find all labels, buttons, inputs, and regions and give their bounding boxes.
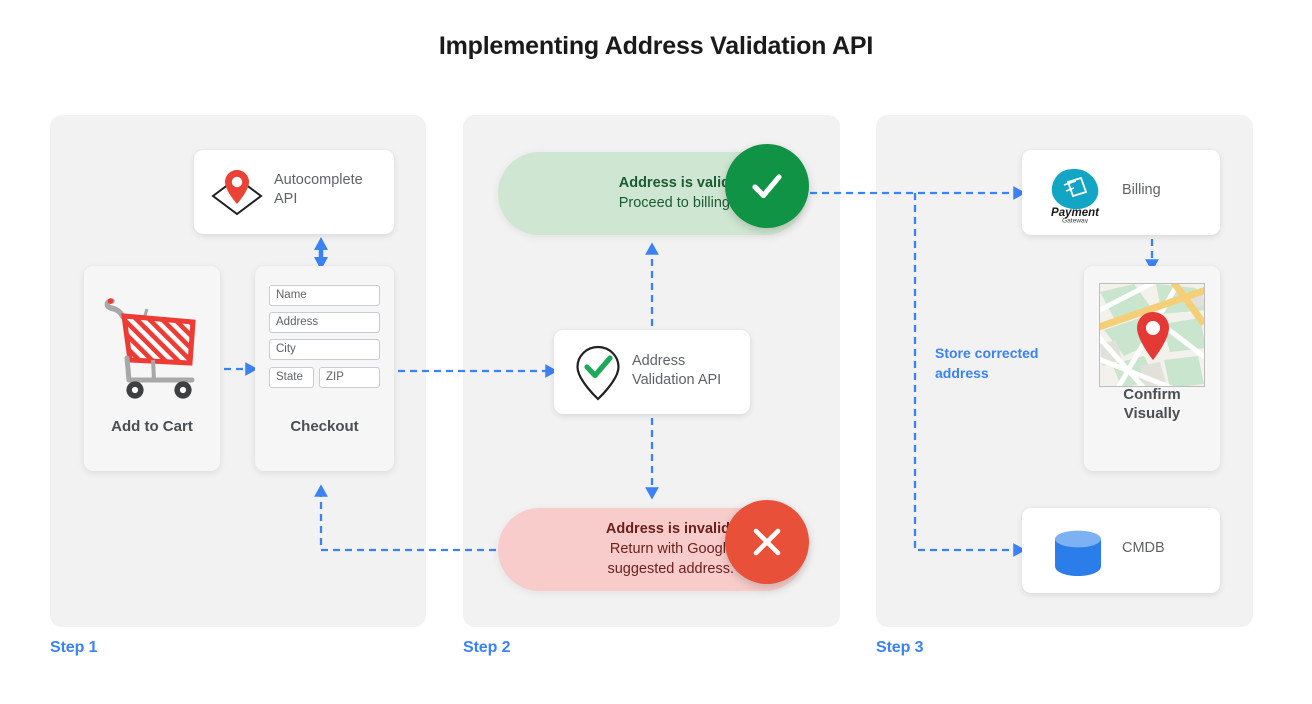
shopping-cart-icon bbox=[94, 280, 210, 405]
city-field[interactable]: City bbox=[269, 339, 380, 360]
address-invalid-text: Address is invalid. Return with Google s… bbox=[526, 519, 734, 579]
autocomplete-line-2: API bbox=[274, 191, 298, 207]
cmdb-card[interactable]: CMDB bbox=[1022, 508, 1220, 593]
address-invalid-banner: Address is invalid. Return with Google s… bbox=[498, 500, 809, 591]
add-to-cart-label: Add to Cart bbox=[111, 418, 193, 435]
svg-text:Gateway: Gateway bbox=[1062, 218, 1089, 224]
autocomplete-api-card[interactable]: Autocomplete API bbox=[194, 150, 394, 234]
step-3-label: Step 3 bbox=[876, 639, 924, 656]
address-valid-banner: Address is valid. Proceed to billing. bbox=[498, 144, 809, 235]
step-2-label: Step 2 bbox=[463, 639, 511, 656]
pin-check-icon bbox=[572, 344, 624, 407]
address-field[interactable]: Address bbox=[269, 312, 380, 333]
confirm-line-1: Confirm bbox=[1123, 386, 1181, 403]
page-title: Implementing Address Validation API bbox=[438, 32, 874, 60]
billing-label: Billing bbox=[1122, 182, 1161, 198]
checkout-card[interactable]: Name Address City State ZIP Checkout bbox=[255, 266, 394, 471]
confirm-visually-card[interactable]: Confirm Visually bbox=[1084, 266, 1220, 471]
payment-gateway-icon: Payment Gateway bbox=[1044, 165, 1106, 228]
validation-line-2: Validation API bbox=[632, 372, 722, 388]
name-field[interactable]: Name bbox=[269, 285, 380, 306]
address-valid-headline: Address is valid. bbox=[618, 175, 734, 191]
map-thumbnail-icon bbox=[1099, 283, 1205, 387]
svg-text:Payment: Payment bbox=[1051, 207, 1100, 219]
close-icon bbox=[753, 528, 781, 556]
confirm-visually-label: Confirm Visually bbox=[1084, 385, 1220, 423]
autocomplete-api-label: Autocomplete API bbox=[274, 171, 363, 209]
confirm-line-2: Visually bbox=[1123, 405, 1181, 422]
address-invalid-detail-1: Return with Google bbox=[609, 541, 734, 557]
autocomplete-line-1: Autocomplete bbox=[274, 172, 363, 188]
add-to-cart-card[interactable]: Add to Cart bbox=[84, 266, 220, 471]
valid-status-badge bbox=[725, 144, 809, 228]
zip-field[interactable]: ZIP bbox=[319, 367, 380, 388]
address-invalid-headline: Address is invalid. bbox=[605, 521, 734, 537]
step-1-label: Step 1 bbox=[50, 639, 98, 656]
address-validation-api-card[interactable]: Address Validation API bbox=[554, 330, 750, 414]
state-field[interactable]: State bbox=[269, 367, 314, 388]
address-valid-detail: Proceed to billing. bbox=[618, 195, 734, 211]
store-corrected-address-label: Store corrected address bbox=[935, 345, 1039, 381]
cmdb-label: CMDB bbox=[1122, 540, 1165, 556]
checkout-label: Checkout bbox=[290, 418, 359, 435]
address-validation-api-label: Address Validation API bbox=[632, 352, 721, 390]
check-icon bbox=[752, 174, 782, 199]
invalid-status-badge bbox=[725, 500, 809, 584]
address-invalid-detail-2: suggested address. bbox=[607, 561, 734, 577]
database-icon bbox=[1052, 528, 1104, 583]
validation-line-1: Address bbox=[632, 353, 686, 369]
billing-card[interactable]: Payment Gateway Billing bbox=[1022, 150, 1220, 235]
address-valid-text: Address is valid. Proceed to billing. bbox=[526, 173, 734, 213]
map-pin-icon bbox=[208, 166, 266, 223]
